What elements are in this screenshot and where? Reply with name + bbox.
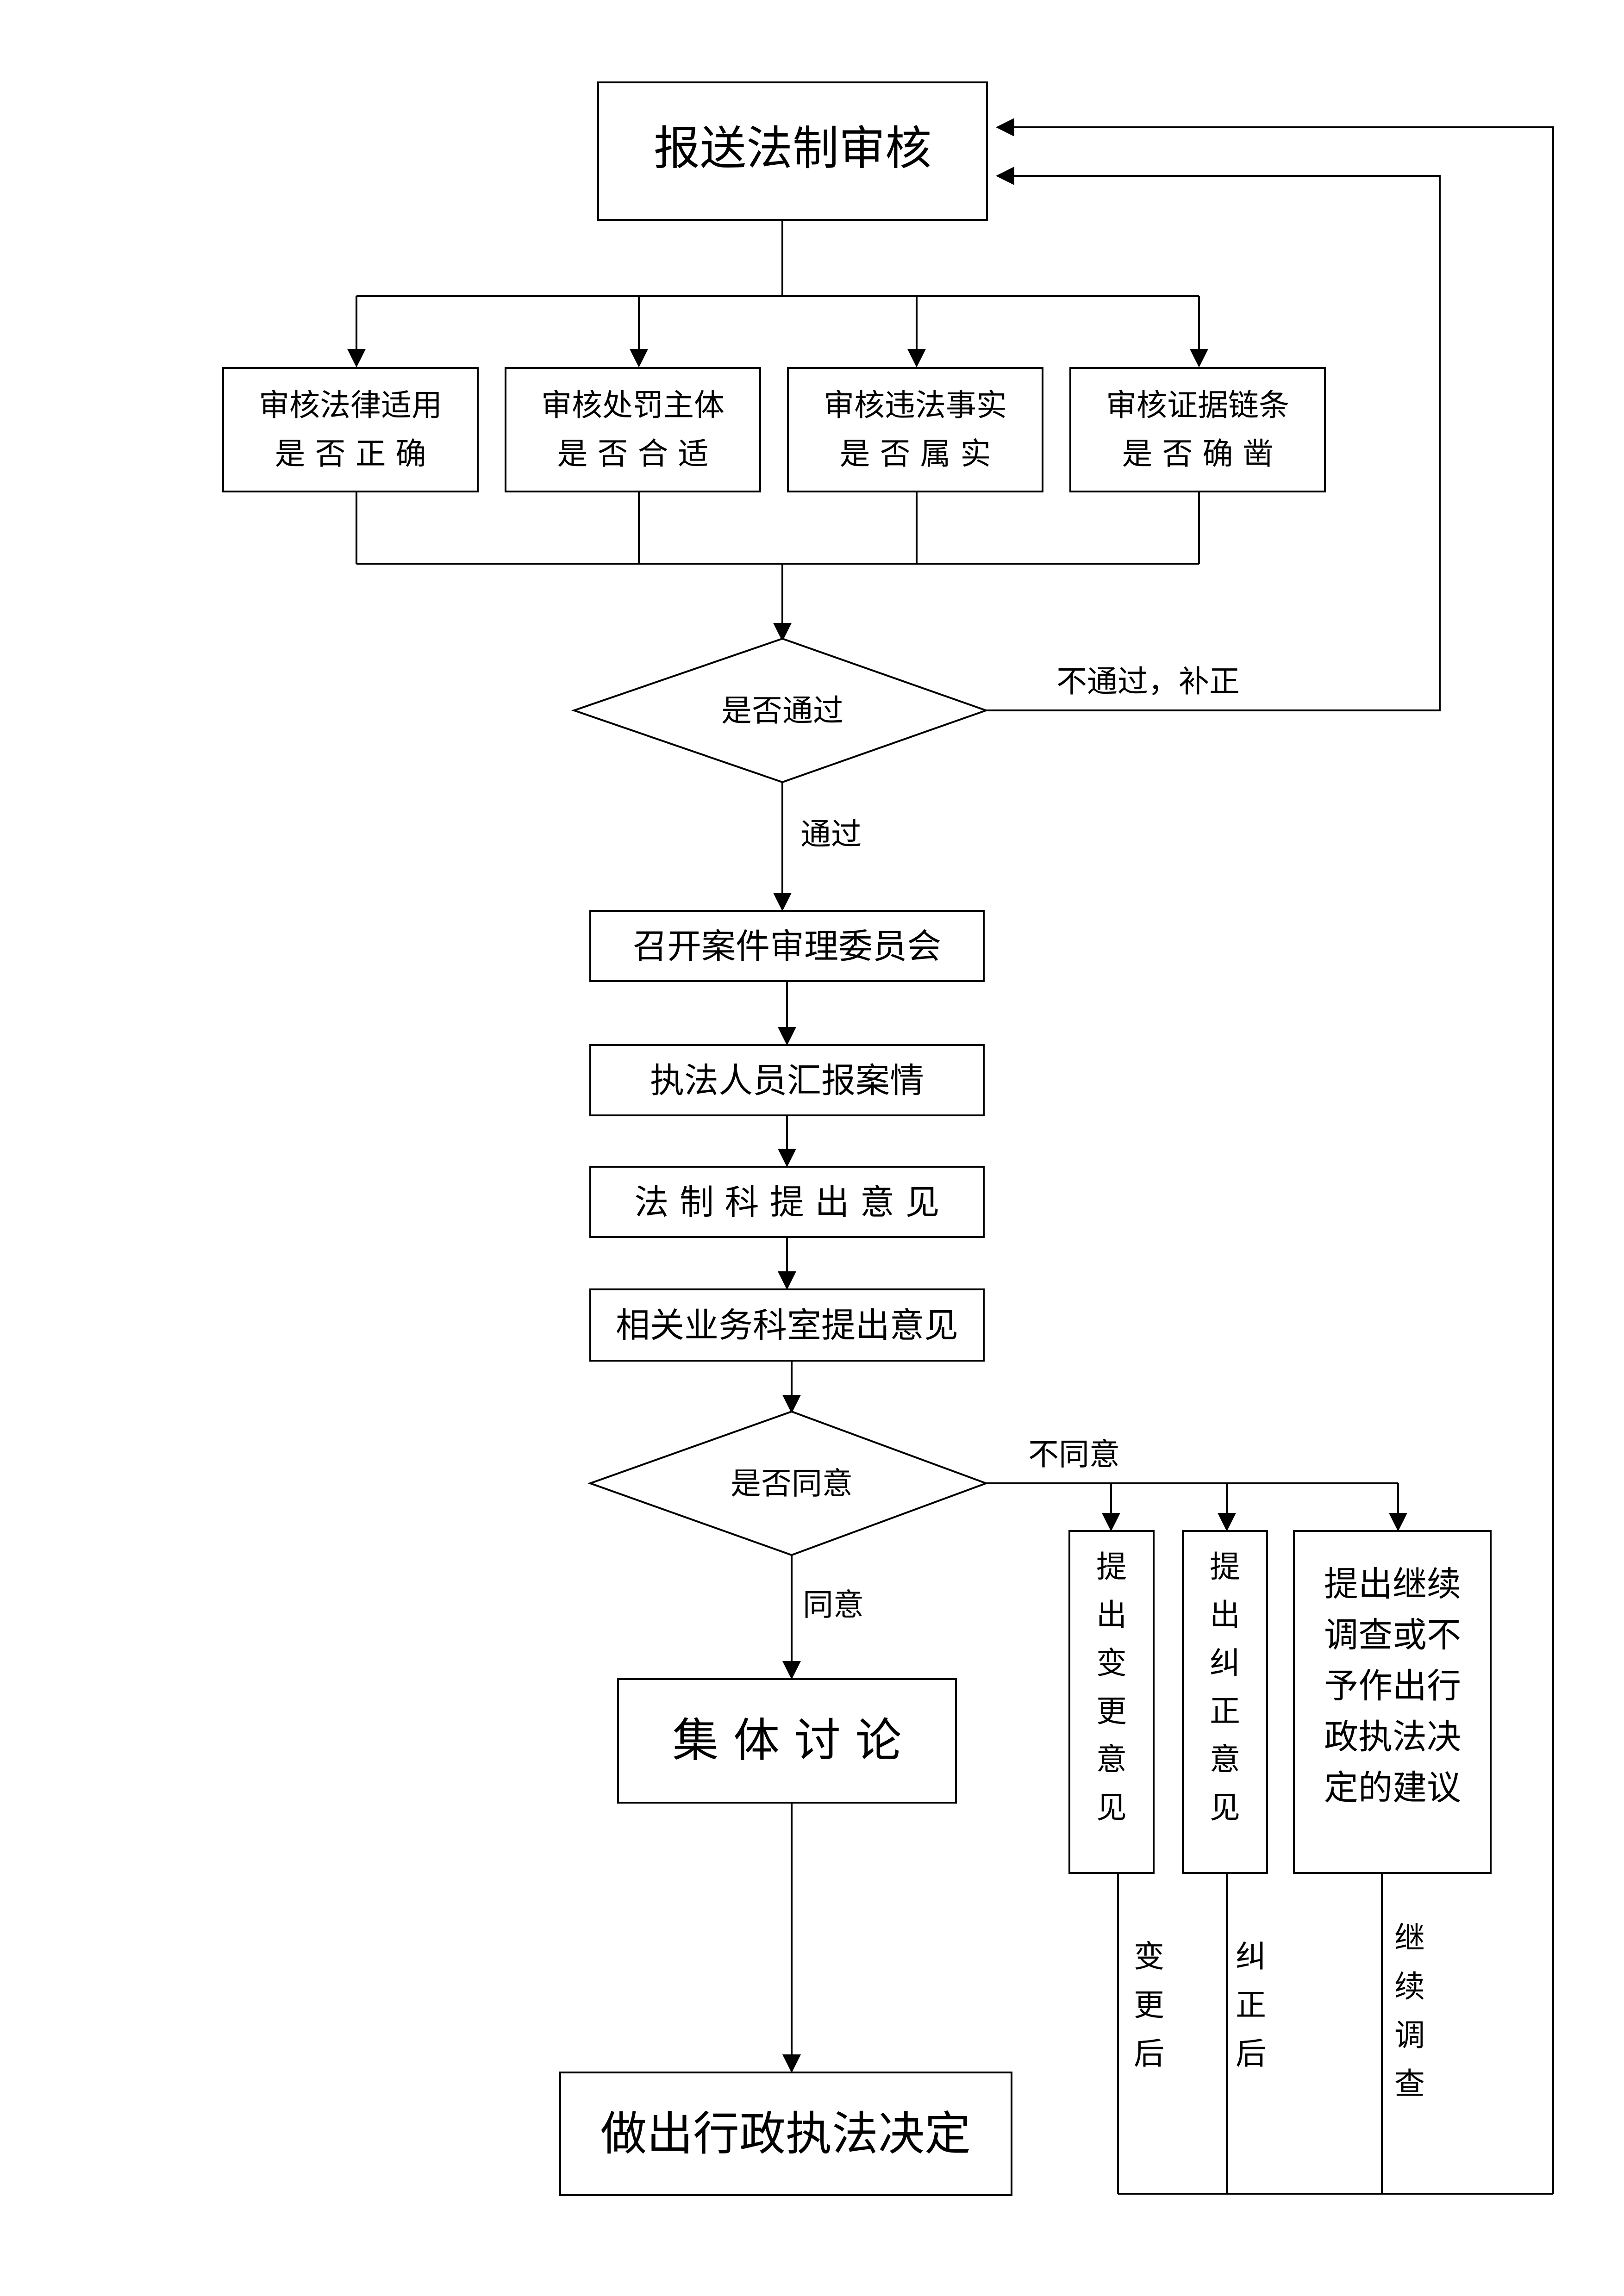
after-change-char: 变	[1134, 1939, 1164, 1974]
continue-investigate-char: 查	[1394, 2066, 1425, 2102]
officer-report-box	[589, 1044, 985, 1116]
check-fact-line1: 审核违法事实	[824, 387, 1007, 423]
business-dept-opinion-label: 相关业务科室提出意见	[616, 1306, 958, 1345]
officer-report-label: 执法人员汇报案情	[650, 1061, 924, 1101]
after-change-char: 更	[1134, 1987, 1164, 2023]
convene-committee-box	[589, 910, 985, 982]
business-dept-opinion-box	[589, 1288, 985, 1362]
opinion-investigate-line: 政执法决	[1324, 1717, 1461, 1757]
check-evidence-line2: 是 否 确 凿	[1122, 436, 1274, 472]
opinion-change-char: 意	[1096, 1742, 1127, 1777]
arrow-return-to-submit	[996, 118, 1554, 2194]
submit-review-box	[597, 81, 988, 221]
after-correct-char: 纠	[1236, 1939, 1266, 1974]
check-fact-box	[787, 367, 1043, 492]
not-passed-label: 不通过，补正	[1056, 664, 1240, 699]
opinion-correct-char: 见	[1210, 1790, 1240, 1825]
continue-investigate-char: 调	[1394, 2017, 1425, 2053]
agree-decision-label: 是否同意	[731, 1466, 853, 1501]
check-subject-line1: 审核处罚主体	[541, 387, 725, 423]
continue-investigate-char: 继	[1394, 1920, 1425, 1956]
connectors	[347, 118, 1554, 2195]
make-decision-label: 做出行政执法决定	[600, 2107, 971, 2161]
check-fact-line2: 是 否 属 实	[840, 436, 991, 472]
legal-dept-opinion-box	[589, 1166, 985, 1238]
passed-label: 通过	[800, 816, 862, 852]
opinion-correct-char: 正	[1210, 1693, 1240, 1729]
pass-decision-label: 是否通过	[721, 693, 843, 728]
opinion-change-box	[1068, 1530, 1155, 1874]
opinion-correct-char: 纠	[1210, 1645, 1240, 1681]
legal-dept-opinion-label: 法 制 科 提 出 意 见	[634, 1182, 939, 1222]
after-correct-char: 正	[1236, 1987, 1266, 2023]
collective-discussion-box	[617, 1678, 957, 1804]
opinion-correct-char: 提	[1210, 1549, 1240, 1585]
disagree-label: 不同意	[1028, 1437, 1120, 1472]
agree-decision-diamond	[587, 1410, 989, 1556]
opinion-change-char: 变	[1096, 1645, 1127, 1681]
submit-review-label: 报送法制审核	[654, 121, 931, 175]
opinion-investigate-line: 予作出行	[1324, 1666, 1461, 1706]
after-change-char: 后	[1134, 2036, 1164, 2072]
check-law-box	[222, 367, 479, 492]
opinion-investigate-line: 定的建议	[1324, 1768, 1461, 1808]
check-evidence-line1: 审核证据链条	[1106, 387, 1289, 423]
pass-decision-diamond	[571, 637, 989, 784]
check-law-line2: 是 否 正 确	[275, 436, 426, 472]
continue-investigate-char: 续	[1394, 1969, 1425, 2004]
opinion-correct-box	[1182, 1530, 1268, 1874]
check-law-line1: 审核法律适用	[259, 387, 442, 423]
agree-label: 同意	[803, 1587, 864, 1623]
arrow-not-passed-loop	[986, 167, 1441, 711]
opinion-change-char: 出	[1096, 1597, 1127, 1633]
opinion-investigate-box	[1293, 1530, 1492, 1874]
opinion-investigate-line: 调查或不	[1324, 1615, 1461, 1655]
opinion-investigate-line: 提出继续	[1324, 1564, 1461, 1604]
opinion-correct-char: 意	[1210, 1742, 1240, 1777]
opinion-correct-char: 出	[1210, 1597, 1240, 1633]
make-decision-box	[559, 2072, 1012, 2196]
convene-committee-label: 召开案件审理委员会	[633, 927, 941, 966]
opinion-change-char: 见	[1096, 1790, 1127, 1825]
opinion-change-char: 更	[1096, 1693, 1127, 1729]
after-correct-char: 后	[1236, 2036, 1266, 2072]
check-evidence-box	[1069, 367, 1326, 492]
opinion-change-char: 提	[1096, 1549, 1127, 1585]
collective-discussion-label: 集 体 讨 论	[672, 1713, 901, 1767]
check-subject-line2: 是 否 合 适	[557, 436, 709, 472]
check-subject-box	[505, 367, 761, 492]
